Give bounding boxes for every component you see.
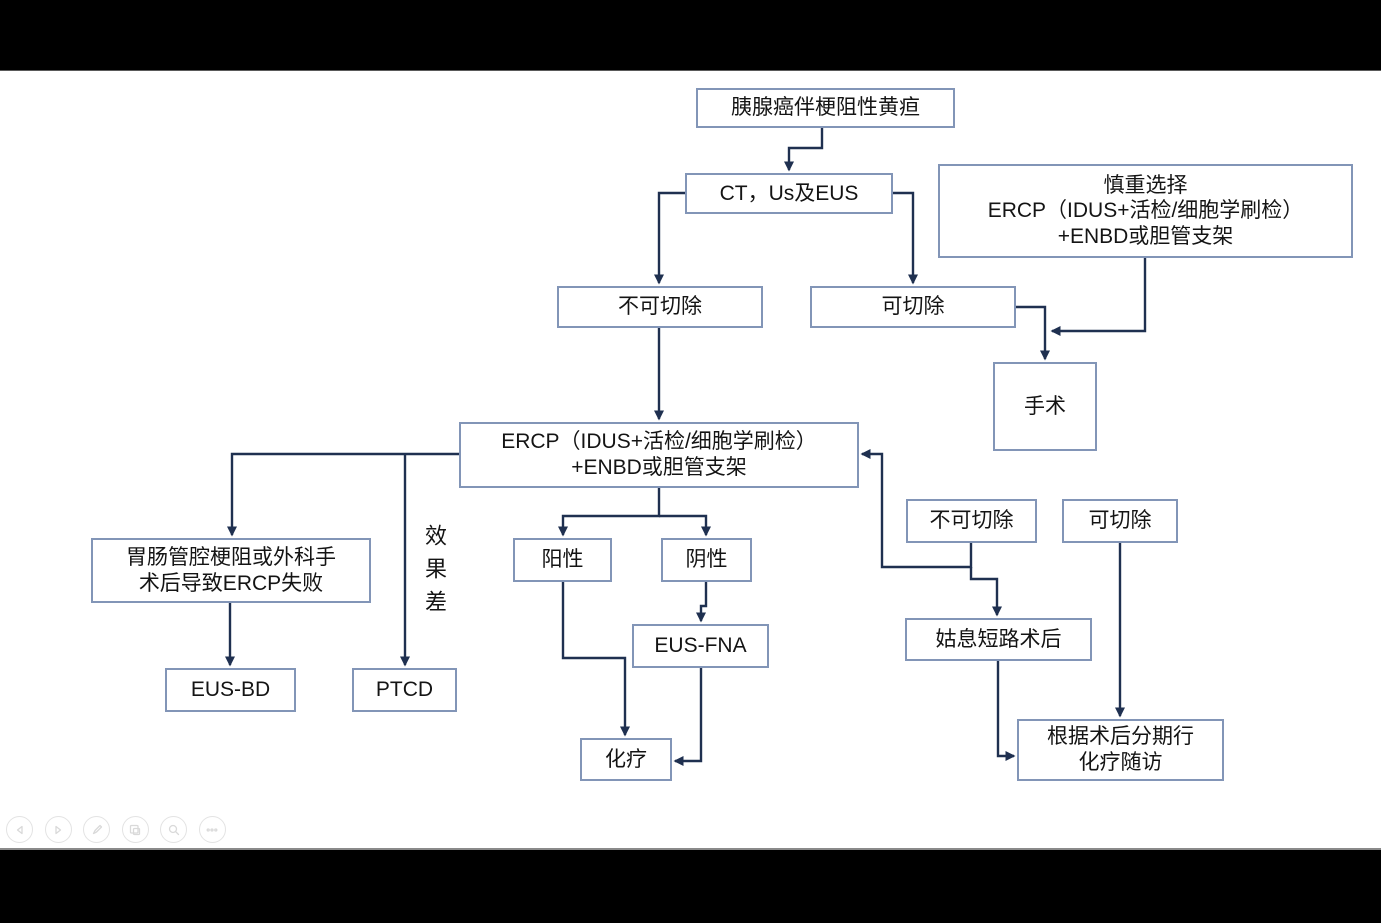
careful-line-2: ERCP（IDUS+活检/细胞学刷检） xyxy=(987,199,1304,223)
bottom-letterbox-bar xyxy=(0,848,1381,923)
poor-effect-label: 效果差 xyxy=(422,524,447,623)
slide-stage: 胰腺癌伴梗阻性黄疸 CT，Us及EUS 慎重选择 ERCP（IDUS+活检/细胞… xyxy=(0,71,1381,848)
gi-line-2: 术后导致ERCP失败 xyxy=(138,571,324,595)
ercp-line-1: ERCP（IDUS+活检/细胞学刷检） xyxy=(501,430,817,454)
magnifier-icon xyxy=(168,824,179,835)
next-slide-button[interactable] xyxy=(44,816,72,843)
careful-line-3: +ENBD或胆管支架 xyxy=(1057,224,1234,248)
node-ptcd: PTCD xyxy=(352,668,457,712)
node-pancreatic-cancer-jaundice: 胰腺癌伴梗阻性黄疸 xyxy=(696,88,955,128)
slideshow-toolbar xyxy=(6,816,226,843)
slides-panel-button[interactable] xyxy=(121,816,149,843)
previous-slide-icon xyxy=(16,825,23,834)
more-options-button[interactable] xyxy=(198,816,226,843)
node-chemotherapy: 化疗 xyxy=(580,738,672,781)
node-ct-us-eus: CT，Us及EUS xyxy=(685,173,893,214)
node-gi-obstruction-ercp-failure: 胃肠管腔梗阻或外科手 术后导致ERCP失败 xyxy=(91,538,371,603)
node-resectable-left: 可切除 xyxy=(810,286,1016,328)
node-resectable-right: 可切除 xyxy=(1062,499,1178,543)
more-options-icon xyxy=(206,827,218,832)
node-unresectable-left: 不可切除 xyxy=(557,286,763,328)
node-negative: 阴性 xyxy=(661,538,752,582)
node-positive: 阳性 xyxy=(513,538,612,582)
ercp-line-2: +ENBD或胆管支架 xyxy=(571,456,747,479)
node-postop-staging-followup: 根据术后分期行 化疗随访 xyxy=(1017,719,1224,781)
next-slide-icon xyxy=(55,825,62,834)
previous-slide-button[interactable] xyxy=(6,816,33,843)
top-letterbox-bar xyxy=(0,0,1381,71)
node-surgery: 手术 xyxy=(993,362,1097,451)
node-palliative-bypass: 姑息短路术后 xyxy=(905,618,1092,661)
node-eus-fna: EUS-FNA xyxy=(632,624,769,668)
followup-line-2: 化疗随访 xyxy=(1078,751,1163,774)
gi-line-1: 胃肠管腔梗阻或外科手 xyxy=(126,545,336,569)
node-careful-selection-ercp: 慎重选择 ERCP（IDUS+活检/细胞学刷检） +ENBD或胆管支架 xyxy=(938,164,1353,258)
node-unresectable-right: 不可切除 xyxy=(906,499,1037,543)
pen-annotate-button[interactable] xyxy=(83,816,110,843)
followup-line-1: 根据术后分期行 xyxy=(1047,725,1194,749)
node-eus-bd: EUS-BD xyxy=(165,668,296,712)
careful-line-1: 慎重选择 xyxy=(1103,173,1188,197)
zoom-button[interactable] xyxy=(160,816,187,843)
slides-panel-icon xyxy=(129,824,141,835)
node-ercp-enbd-stent: ERCP（IDUS+活检/细胞学刷检） +ENBD或胆管支架 xyxy=(459,422,859,488)
pen-icon xyxy=(92,824,102,834)
